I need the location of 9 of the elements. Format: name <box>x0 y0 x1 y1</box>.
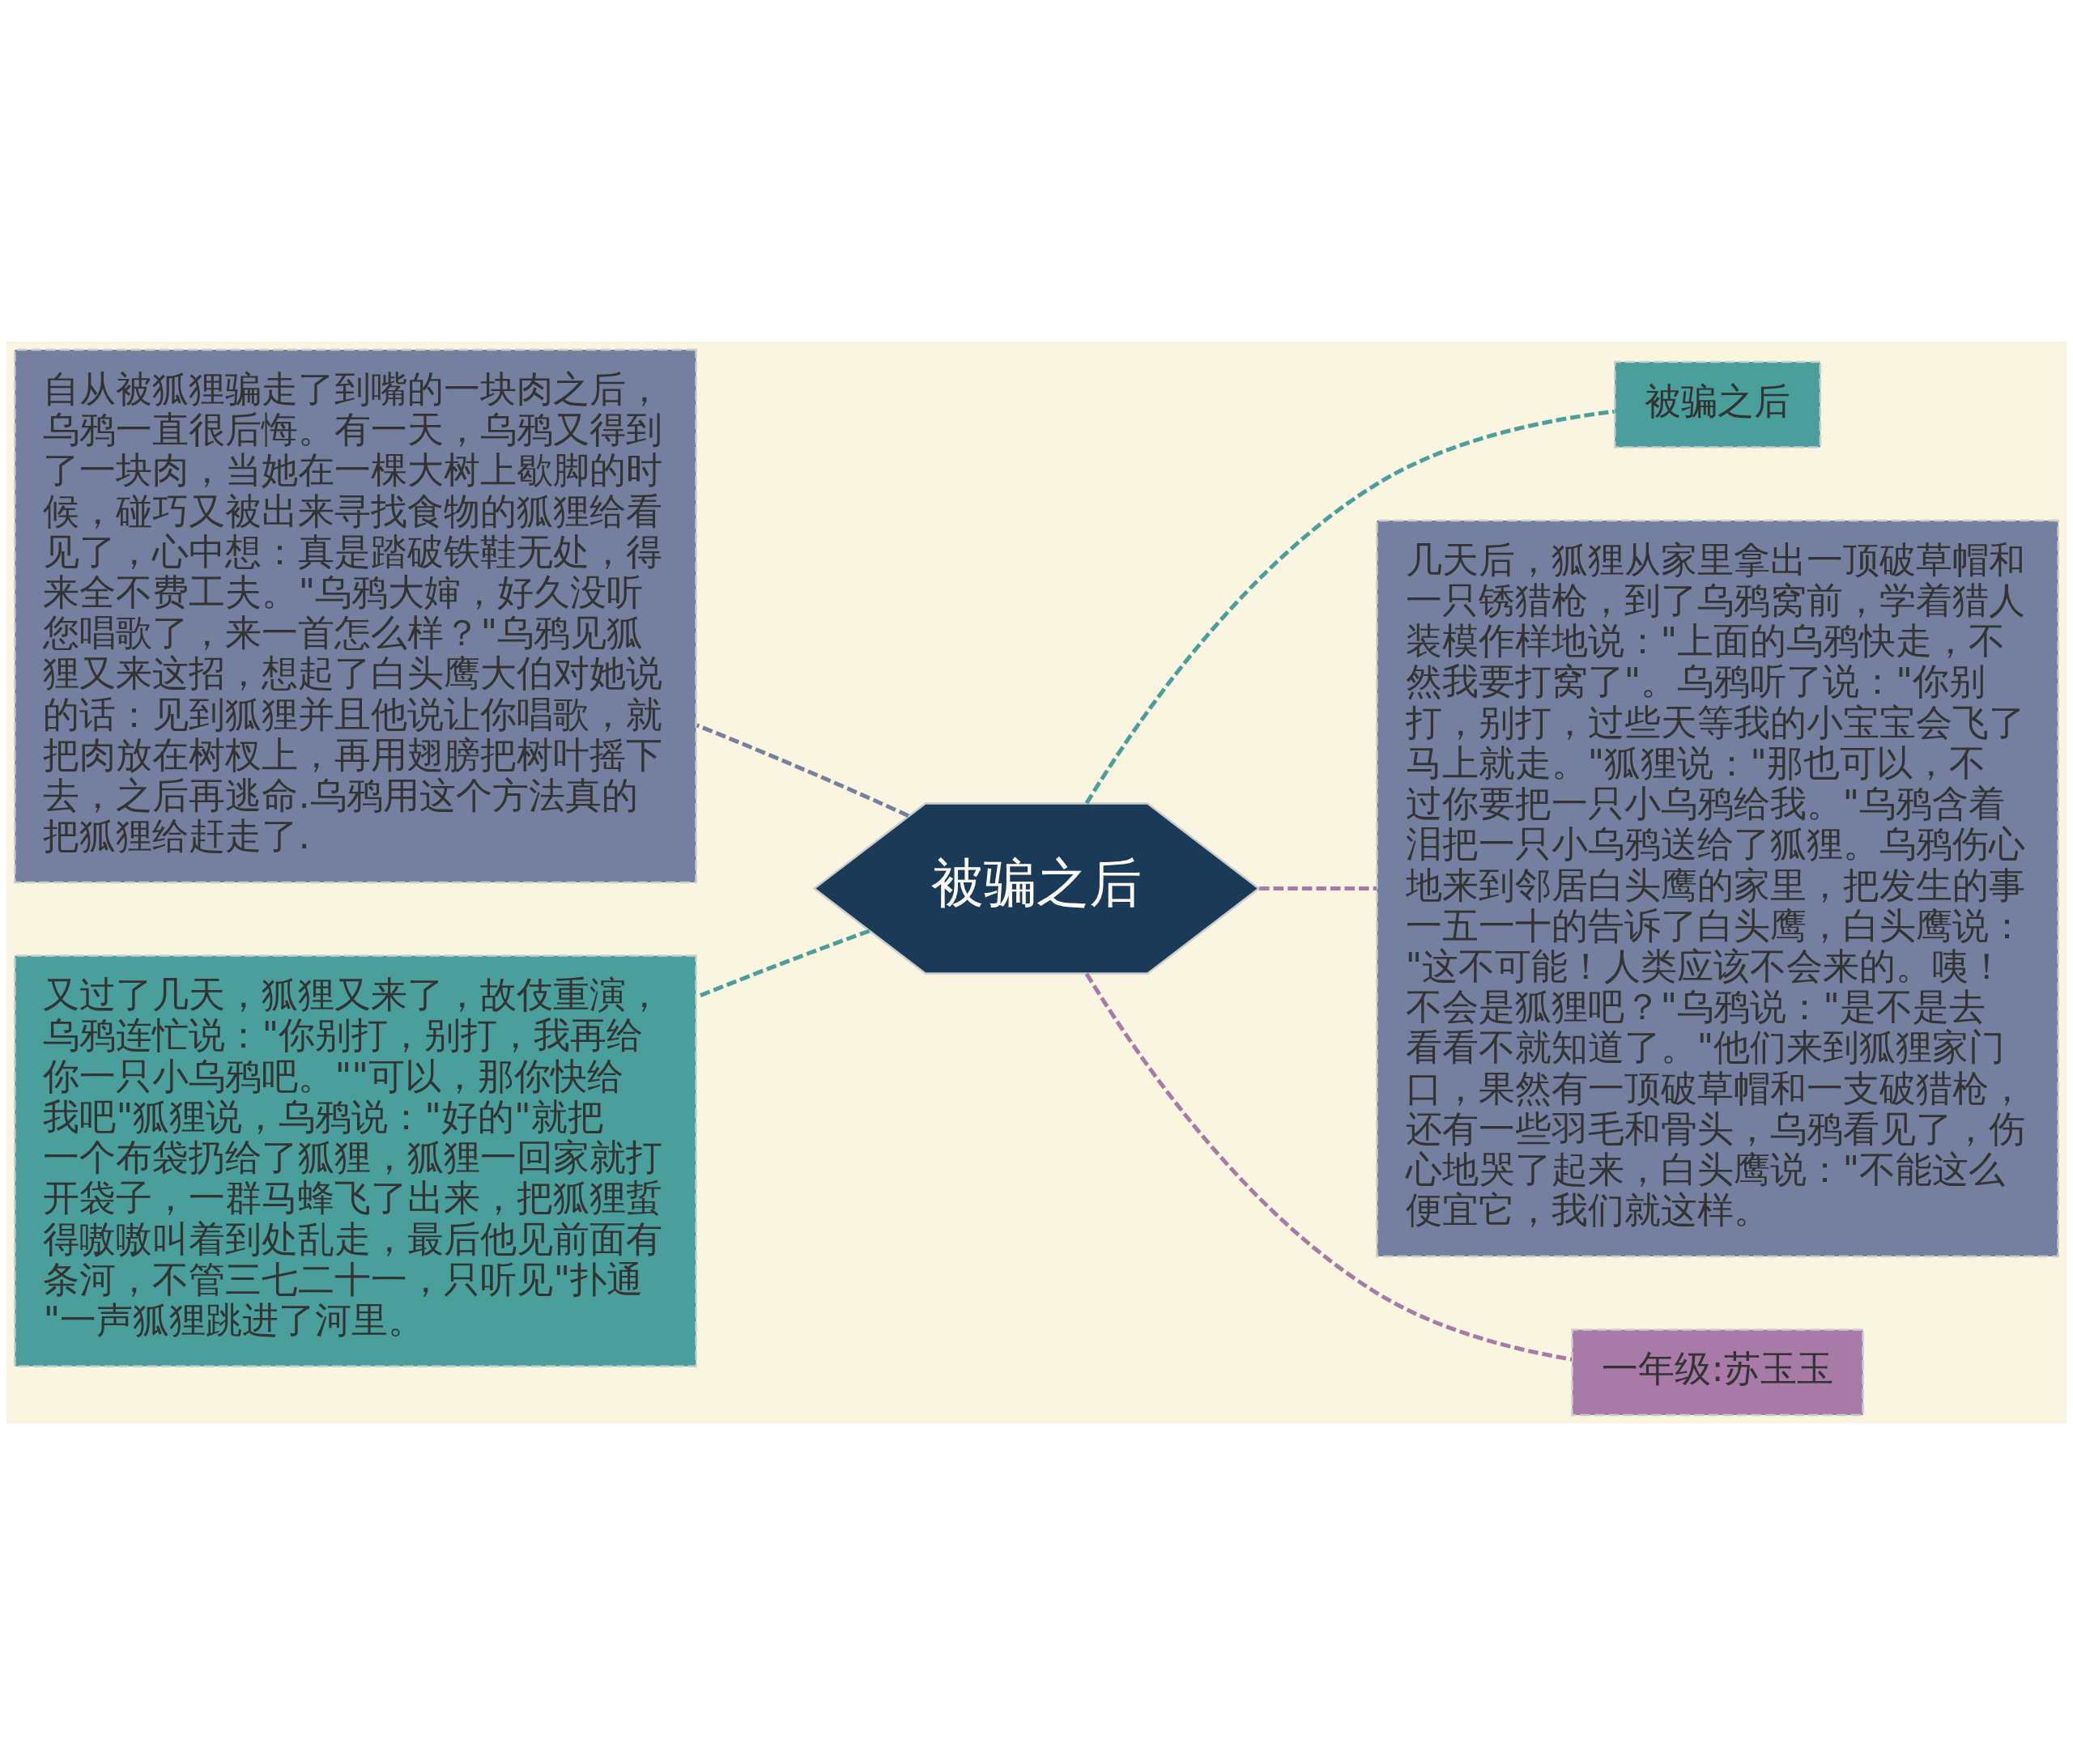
node-box: 一年级:苏玉玉 <box>1571 1328 1864 1416</box>
node-box: 被骗之后 <box>1613 360 1822 448</box>
connector <box>1259 886 1377 891</box>
node-box: 自从被狐狸骗走了到嘴的一块肉之后，乌鸦一直很后悔。有一天，乌鸦又得到了一块肉，当她在一棵大树上歇脚的时候，碰巧又被出来寻找食物的狐狸给看见了，心中想：真是踏破铁鞋无处，得来全不费工夫。"乌鸦大婶，好久没听您唱歌了，来一首怎么样？"乌鸦见狐狸又来这招，想起了白头鹰大伯对她说的话：见到狐狸并且他说让你唱歌，就把肉放在树杈上，再用翅膀把树叶摇下去，之后再逃命.乌鸦用这个方法真的把狐狸给赶走了. <box>14 348 697 883</box>
connector <box>1084 972 1573 1362</box>
node-box: 几天后，狐狸从家里拿出一顶破草帽和一只锈猎枪，到了乌鸦窝前，学着猎人装模作样地说："上面的乌鸦快走，不然我要打窝了"。乌鸦听了说："你别打，别打，过些天等我的小宝宝会飞了马上就走。"狐狸说："那也可以，不过你要把一只小乌鸦给我。"乌鸦含着泪把一只小乌鸦送给了狐狸。乌鸦伤心地来到邻居白头鹰的家里，把发生的事一五一十的告诉了白头鹰，白头鹰说："这不可能！人类应该不会来的。咦！不会是狐狸吧？"乌鸦说："是不是去看看不就知道了。"他们来到狐狸家门口，果然有一顶破草帽和一支破猎枪，还有一些羽毛和骨头，乌鸦看见了，伤心地哭了起来，白头鹰说："不能这么便宜它，我们就这样。 <box>1376 519 2059 1257</box>
node-box: 又过了几天，狐狸又来了，故伎重演，乌鸦连忙说："你别打，别打，我再给你一只小乌鸦吧。""可以，那你快给我吧"狐狸说，乌鸦说："好的"就把一个布袋扔给了狐狸，狐狸一回家就打开袋子，一群马蜂飞了出来，把狐狸蜇得嗷嗷叫着到处乱走，最后他见前面有条河，不管三七二十一，只听见"扑通"一声狐狸跳进了河里。 <box>14 954 697 1367</box>
connector <box>1084 409 1615 804</box>
connector <box>696 723 909 818</box>
